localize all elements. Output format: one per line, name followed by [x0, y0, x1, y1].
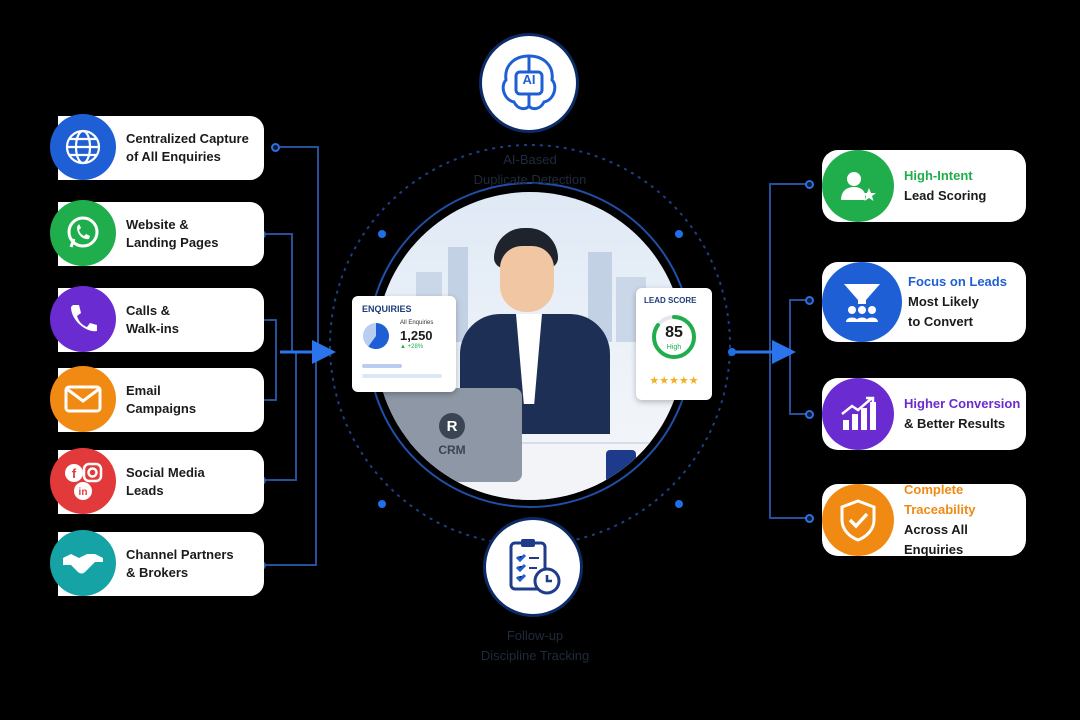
envelope-icon — [50, 366, 116, 432]
connector-dot — [805, 296, 814, 305]
outcome-line1: Focus on Leads — [908, 274, 1007, 289]
panel-bar — [362, 364, 402, 368]
svg-text:in: in — [79, 487, 88, 498]
crm-logo: R — [439, 413, 465, 439]
enquiries-panel: ENQUIRIES All Enquiries 1,250 ▲ +28% — [352, 296, 456, 392]
connector-node — [675, 500, 683, 508]
follow-up-node — [486, 520, 580, 614]
connector-node — [675, 230, 683, 238]
outcome-line1: Higher Conversion — [904, 396, 1021, 411]
connector-dot — [805, 514, 814, 523]
source-line1: Centralized Capture — [126, 131, 249, 146]
connector-dot — [805, 410, 814, 419]
ai-node: AI — [482, 36, 576, 130]
source-line1: Website & — [126, 217, 189, 232]
connector-node — [378, 230, 386, 238]
source-line1: Email — [126, 383, 161, 398]
outcome-line2: Most Likely — [908, 294, 979, 309]
connector-dot — [805, 180, 814, 189]
source-card-partners: Channel Partners & Brokers — [50, 530, 264, 596]
ai-label-line2: Duplicate Detection — [473, 172, 587, 187]
connector-dot — [271, 143, 280, 152]
lead-score-ring — [652, 315, 696, 359]
shield-check-icon — [822, 484, 894, 556]
user-star-icon — [822, 150, 894, 222]
ai-brain-icon — [501, 54, 557, 111]
outcome-line1: Complete Traceability — [904, 482, 976, 517]
enquiries-pie — [363, 323, 389, 349]
source-line2: Walk-ins — [126, 321, 179, 336]
follow-up-label: Follow-up Discipline Tracking — [450, 626, 620, 666]
svg-text:f: f — [72, 466, 77, 481]
face — [500, 246, 554, 312]
outcome-line3: to Convert — [908, 314, 973, 329]
outcome-line1: High-Intent — [904, 168, 973, 183]
crm-label: CRM — [438, 443, 466, 457]
lead-score-stars: ★★★★★ — [649, 375, 699, 387]
outcome-line2: & Better Results — [904, 416, 1006, 431]
follow-up-label-line1: Follow-up — [506, 628, 564, 643]
outcome-line2: Lead Scoring — [904, 188, 987, 203]
globe-icon — [50, 114, 116, 180]
connector-node — [728, 348, 736, 356]
source-card-calls: Calls & Walk-ins — [50, 286, 264, 352]
enquiries-value: 1,250 — [400, 328, 433, 343]
lead-score-title: LEAD SCORE — [644, 296, 697, 305]
source-line2: of All Enquiries — [126, 149, 221, 164]
source-line2: & Brokers — [126, 565, 189, 580]
ai-label-line1: AI-Based — [503, 152, 557, 167]
source-line2: Landing Pages — [126, 235, 219, 250]
social-icon: f in — [50, 448, 116, 514]
person-illustration — [460, 228, 610, 478]
clipboard-clock-icon — [509, 539, 561, 595]
enquiries-change: ▲ +28% — [400, 344, 424, 350]
lead-score-panel: LEAD SCORE 85 High ★★★★★ — [636, 288, 712, 400]
outcome-line2: Across All Enquiries — [904, 522, 968, 557]
enquiries-caption: All Enquiries — [400, 320, 434, 326]
funnel-icon — [822, 262, 902, 342]
enquiries-title: ENQUIRIES — [362, 304, 412, 314]
growth-chart-icon — [822, 378, 894, 450]
lead-score-rating: High — [666, 344, 682, 351]
source-card-centralized-capture: Centralized Capture of All Enquiries — [50, 114, 264, 180]
plant-icon — [376, 414, 390, 474]
follow-up-label-line2: Discipline Tracking — [480, 648, 590, 663]
mug-icon — [606, 450, 636, 486]
laptop: R CRM — [382, 388, 522, 482]
whatsapp-icon — [50, 200, 116, 266]
ai-badge: AI — [522, 72, 536, 87]
handshake-icon — [50, 530, 116, 596]
phone-icon — [50, 286, 116, 352]
source-line2: Campaigns — [126, 401, 197, 416]
central-scene: R CRM — [376, 192, 684, 500]
ai-node-label: AI-Based Duplicate Detection — [450, 150, 610, 190]
connector-node — [378, 500, 386, 508]
outcome-card-conversion: Higher Conversion & Better Results — [822, 378, 1026, 450]
lead-score-value: 85 — [665, 324, 683, 341]
source-line2: Leads — [126, 483, 164, 498]
source-line1: Calls & — [126, 303, 171, 318]
panel-bar — [362, 374, 442, 378]
source-card-website: Website & Landing Pages — [50, 200, 264, 266]
source-line1: Social Media — [126, 465, 205, 480]
source-line1: Channel Partners — [126, 547, 234, 562]
